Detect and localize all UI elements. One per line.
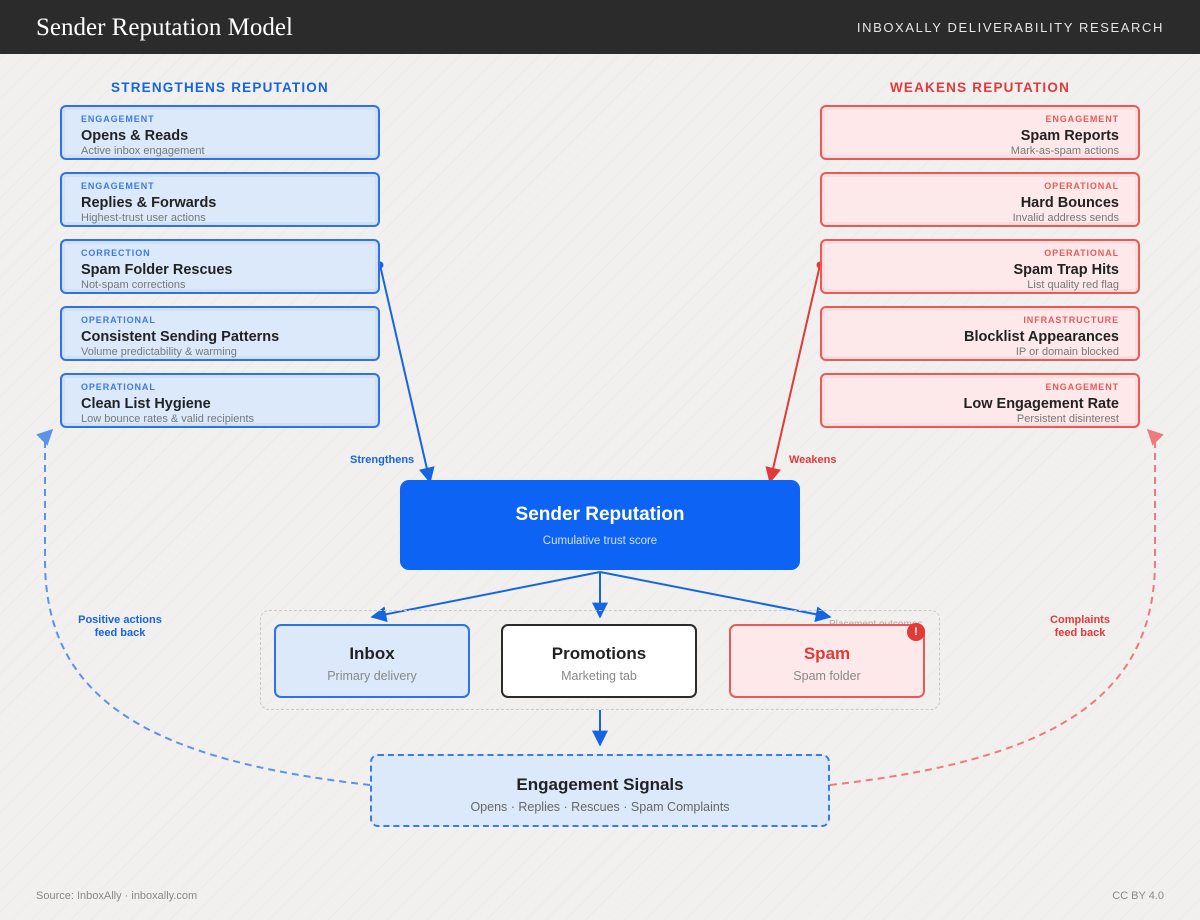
card-subtitle: List quality red flag [1027,279,1119,291]
weakens-heading: WEAKENS REPUTATION [889,80,1071,95]
strengthens-edge-label: Strengthens [350,454,415,466]
strengthens-arrow [379,264,435,484]
card-category: CORRECTION [81,248,151,258]
card-subtitle: Active inbox engagement [81,145,205,157]
card-category: OPERATIONAL [1044,181,1119,191]
factor-card-low-engagement-rate: ENGAGEMENT Low Engagement Rate Persisten… [820,373,1140,428]
card-subtitle: Mark-as-spam actions [1010,145,1119,157]
destination-inbox: Inbox Primary delivery [274,624,470,698]
page-title: Sender Reputation Model [36,14,293,41]
signals-subtitle: Opens · Replies · Rescues · Spam Complai… [470,800,730,814]
card-subtitle: Persistent disinterest [1016,413,1119,425]
card-subtitle: Not-spam corrections [81,279,186,291]
destination-title: Spam [803,644,851,663]
signals-title: Engagement Signals [516,775,684,794]
placement-group [260,610,940,710]
factor-card-spam-reports: ENGAGEMENT Spam Reports Mark-as-spam act… [820,105,1140,160]
factor-card-spam-folder-rescues: CORRECTION Spam Folder Rescues Not-spam … [60,239,380,294]
card-title: Spam Folder Rescues [81,262,233,278]
card-subtitle: Volume predictability & warming [81,346,237,358]
card-category: OPERATIONAL [1044,248,1119,258]
card-title: Spam Trap Hits [1013,262,1119,278]
alert-icon: ! [907,623,925,641]
card-category: OPERATIONAL [81,315,156,325]
source-credit: Source: InboxAlly · inboxally.com [36,890,198,902]
card-title: Hard Bounces [1020,195,1119,211]
arrow-to-spam [599,571,832,623]
factor-card-spam-trap-hits: OPERATIONAL Spam Trap Hits List quality … [820,239,1140,294]
arrow-to-inbox [370,571,601,623]
card-title: Clean List Hygiene [81,396,211,412]
destination-subtitle: Marketing tab [561,669,637,683]
destination-promotions: Promotions Marketing tab [501,624,697,698]
weakens-arrow [765,264,821,484]
destination-subtitle: Spam folder [793,669,861,683]
card-subtitle: IP or domain blocked [1015,346,1119,358]
central-title: Sender Reputation [515,504,685,525]
engagement-signals-node: Engagement Signals Opens · Replies · Res… [370,754,830,827]
factor-card-opens-reads: ENGAGEMENT Opens & Reads Active inbox en… [60,105,380,160]
card-subtitle: Invalid address sends [1012,212,1119,224]
strengthens-heading: STRENGTHENS REPUTATION [111,80,329,95]
card-category: INFRASTRUCTURE [1023,315,1119,325]
destination-subtitle: Primary delivery [327,669,417,683]
positive-feedback-loop [36,428,371,786]
factor-card-clean-list-hygiene: OPERATIONAL Clean List Hygiene Low bounc… [60,373,380,428]
factor-card-hard-bounces: OPERATIONAL Hard Bounces Invalid address… [820,172,1140,227]
card-subtitle: Low bounce rates & valid recipients [81,413,255,425]
card-category: ENGAGEMENT [1045,382,1119,392]
factor-card-replies-forwards: ENGAGEMENT Replies & Forwards Highest-tr… [60,172,380,227]
destination-spam: Spam Spam folder [729,624,925,698]
complaints-feedback-label: Complaints feed back [1050,614,1110,639]
header-bar: Sender Reputation Model INBOXALLY DELIVE… [0,0,1200,54]
factor-card-blocklist-appearances: INFRASTRUCTURE Blocklist Appearances IP … [820,306,1140,361]
card-category: ENGAGEMENT [81,181,155,191]
complaints-feedback-loop [829,428,1164,786]
card-category: ENGAGEMENT [81,114,155,124]
organization-label: INBOXALLY DELIVERABILITY RESEARCH [856,20,1164,35]
card-title: Replies & Forwards [81,195,217,211]
factor-card-consistent-sending: OPERATIONAL Consistent Sending Patterns … [60,306,380,361]
positive-feedback-label: Positive actions feed back [78,614,162,639]
central-subtitle: Cumulative trust score [542,535,658,547]
card-title: Blocklist Appearances [964,329,1119,345]
card-title: Low Engagement Rate [963,396,1120,412]
card-category: ENGAGEMENT [1045,114,1119,124]
card-title: Spam Reports [1020,128,1119,144]
license-label: CC BY 4.0 [1112,890,1164,902]
card-subtitle: Highest-trust user actions [81,212,206,224]
card-title: Opens & Reads [81,128,189,144]
sender-reputation-node: Sender Reputation Cumulative trust score [400,480,800,570]
weakens-edge-label: Weakens [789,454,837,466]
card-title: Consistent Sending Patterns [81,329,280,345]
destination-title: Promotions [551,644,647,663]
card-category: OPERATIONAL [81,382,156,392]
destination-title: Inbox [349,644,395,663]
